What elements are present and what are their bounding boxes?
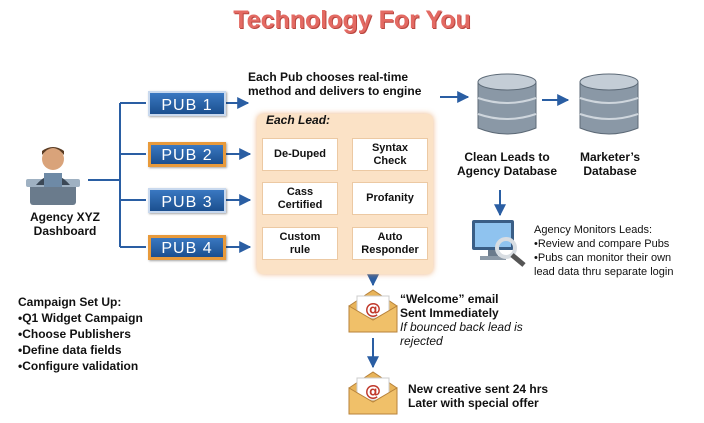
marketer-db-label-line2: Database bbox=[583, 164, 637, 178]
campaign-setup-heading: Campaign Set Up: bbox=[18, 295, 122, 309]
monitor-item: •Pubs can monitor their own bbox=[534, 252, 672, 264]
new-creative-email-icon: @ bbox=[348, 371, 398, 415]
campaign-setup-item: •Define data fields bbox=[18, 343, 122, 357]
campaign-setup-item: •Configure validation bbox=[18, 359, 139, 373]
monitor-list: •Review and compare Pubs •Pubs can monit… bbox=[534, 237, 700, 279]
campaign-setup-list: •Q1 Widget Campaign •Choose Publishers •… bbox=[18, 310, 143, 374]
campaign-setup-item: •Choose Publishers bbox=[18, 327, 131, 341]
pub-3-button[interactable]: PUB 3 bbox=[148, 188, 226, 213]
rule-profanity: Profanity bbox=[352, 182, 428, 215]
campaign-setup-item: •Q1 Widget Campaign bbox=[18, 311, 143, 325]
marketer-database-icon bbox=[579, 73, 639, 135]
clean-db-label-line1: Clean Leads to bbox=[464, 150, 550, 164]
new-creative-line1: New creative sent 24 hrs bbox=[408, 382, 549, 396]
page-title: Technology For You bbox=[233, 6, 471, 34]
clean-db-label-line2: Agency Database bbox=[456, 164, 558, 178]
monitor-magnifier-icon bbox=[472, 220, 526, 267]
pub-note-line1: Each Pub chooses real-time bbox=[248, 70, 409, 84]
dashboard-label-line1: Agency XYZ bbox=[29, 210, 101, 224]
svg-text:@: @ bbox=[365, 299, 381, 318]
monitor-heading: Agency Monitors Leads: bbox=[534, 224, 653, 236]
monitor-item: lead data thru separate login bbox=[534, 266, 674, 278]
welcome-email-note2: rejected bbox=[400, 334, 443, 348]
marketer-db-label-line1: Marketer’s bbox=[579, 150, 641, 164]
monitor-item: •Review and compare Pubs bbox=[534, 238, 670, 250]
pub-note-line2: method and delivers to engine bbox=[248, 84, 422, 98]
svg-text:@: @ bbox=[365, 381, 381, 400]
dashboard-label-line2: Dashboard bbox=[33, 224, 97, 238]
dashboard-connector bbox=[88, 102, 146, 248]
welcome-email-note1: If bounced back lead is bbox=[400, 320, 523, 334]
pub-2-button[interactable]: PUB 2 bbox=[148, 142, 226, 167]
welcome-email-line1: “Welcome” email bbox=[400, 292, 499, 306]
clean-leads-database-icon bbox=[477, 73, 537, 135]
pub-1-button[interactable]: PUB 1 bbox=[148, 91, 226, 116]
each-lead-title: Each Lead: bbox=[266, 113, 331, 127]
welcome-email-icon: @ bbox=[348, 289, 398, 333]
pub-4-button[interactable]: PUB 4 bbox=[148, 235, 226, 260]
welcome-email-line2: Sent Immediately bbox=[400, 306, 499, 320]
agency-user-icon bbox=[26, 147, 80, 205]
rule-de-duped: De-Duped bbox=[262, 138, 338, 171]
new-creative-line2: Later with special offer bbox=[408, 396, 539, 410]
